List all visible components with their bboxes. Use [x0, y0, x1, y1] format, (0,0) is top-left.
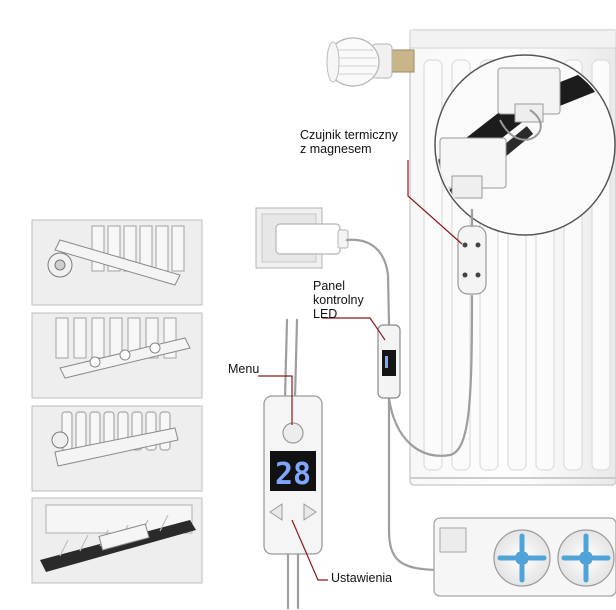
sensor-magnifier: [434, 54, 616, 236]
fan-icon: [557, 529, 615, 587]
callout-settings: Ustawienia: [331, 571, 393, 585]
callout-lines: [258, 160, 463, 581]
callout-thermal-sensor: Czujnik termiczny z magnesem: [300, 128, 398, 156]
cables: [283, 208, 474, 610]
install-view-4: [31, 497, 203, 584]
install-view-1: [31, 219, 203, 306]
thermostat-valve-icon: [326, 37, 415, 87]
fan-unit: [433, 517, 616, 597]
inline-control-panel: [377, 324, 401, 399]
thermal-sensor: [457, 225, 487, 295]
callout-control-panel: Panel kontrolny LED: [313, 279, 364, 321]
menu-button: [282, 422, 304, 444]
callout-menu: Menu: [228, 362, 260, 376]
right-arrow-button: [303, 503, 317, 521]
install-view-2: [31, 312, 203, 399]
install-view-3: [31, 405, 203, 492]
led-display: [270, 451, 316, 491]
fan-icon: [493, 529, 551, 587]
display-digits: 28: [275, 457, 311, 492]
left-arrow-button: [269, 503, 283, 521]
power-plug: [275, 223, 349, 255]
remote-controller: [263, 395, 323, 555]
